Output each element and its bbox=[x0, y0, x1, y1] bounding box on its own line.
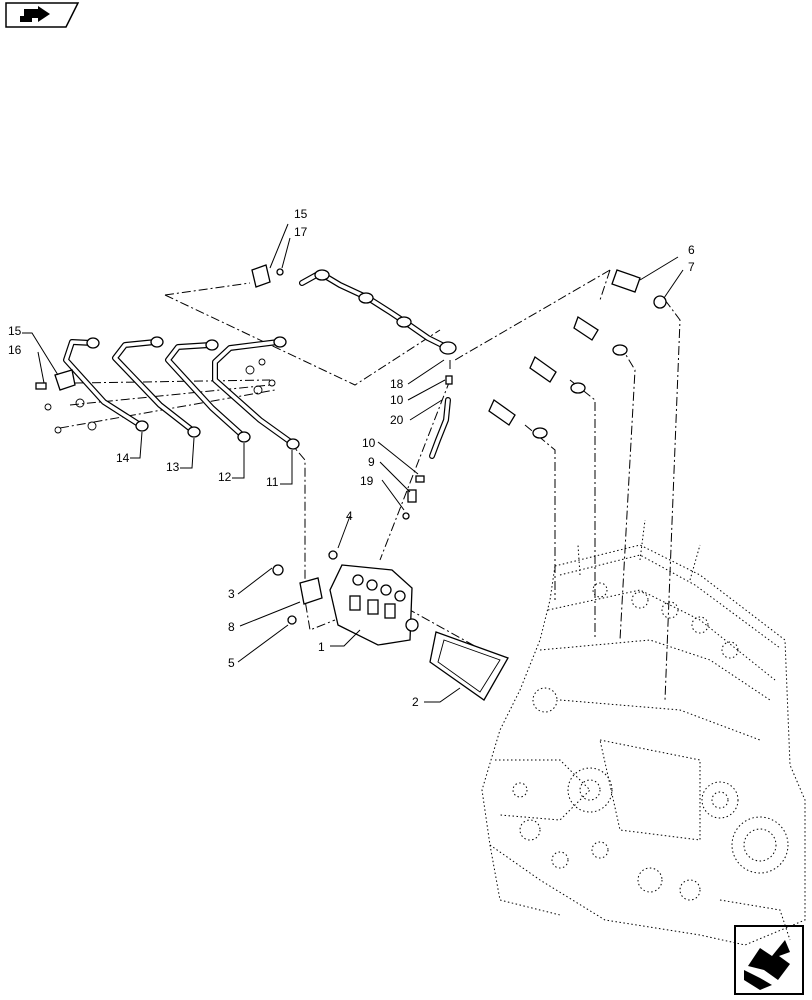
callout-13: 13 bbox=[166, 460, 180, 474]
callout-7: 7 bbox=[688, 260, 695, 274]
injection-pipes bbox=[35, 336, 300, 450]
callout-16: 16 bbox=[8, 343, 22, 357]
callout-19: 19 bbox=[360, 474, 374, 488]
callout-8: 8 bbox=[228, 620, 235, 634]
callout-20: 20 bbox=[390, 413, 404, 427]
callout-leaders bbox=[22, 223, 684, 703]
page-return-icon[interactable] bbox=[5, 2, 80, 28]
callout-15: 15 bbox=[8, 324, 22, 338]
callout-9: 9 bbox=[368, 455, 375, 469]
clamp-bracket bbox=[251, 264, 284, 288]
engine-block bbox=[481, 519, 806, 946]
injection-pump bbox=[272, 550, 509, 701]
navigate-arrow-icon[interactable] bbox=[734, 925, 804, 995]
callout-6: 6 bbox=[688, 243, 695, 257]
callout-12: 12 bbox=[218, 470, 232, 484]
callout-4: 4 bbox=[346, 509, 353, 523]
callout-17: 17 bbox=[294, 225, 308, 239]
callout-10: 10 bbox=[362, 436, 376, 450]
callout-11: 11 bbox=[266, 475, 279, 489]
callout-3: 3 bbox=[228, 587, 235, 601]
callout-10: 10 bbox=[390, 393, 404, 407]
callout-labels: 15 17 6 7 15 16 14 13 12 11 18 10 20 10 … bbox=[8, 207, 695, 709]
callout-2: 2 bbox=[412, 695, 419, 709]
injector-centerlines bbox=[59, 269, 681, 701]
return-hose bbox=[402, 375, 453, 520]
callout-18: 18 bbox=[390, 377, 404, 391]
callout-1: 1 bbox=[318, 640, 325, 654]
leak-off-pipe bbox=[299, 269, 457, 355]
injectors bbox=[488, 269, 667, 439]
callout-15: 15 bbox=[294, 207, 308, 221]
callout-14: 14 bbox=[116, 451, 130, 465]
callout-5: 5 bbox=[228, 656, 235, 670]
